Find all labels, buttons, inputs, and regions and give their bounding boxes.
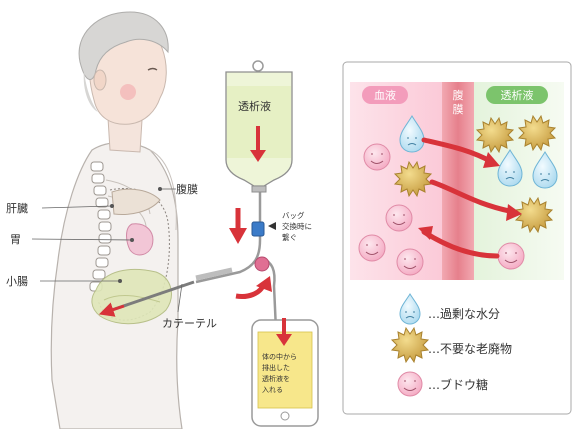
connector-icon: [252, 222, 264, 236]
liver-label: 肝臓: [6, 202, 28, 215]
connector-note-2: 交換時に: [282, 221, 312, 231]
phone-note-4: 入れる: [262, 386, 283, 394]
stomach-label: 胃: [10, 233, 21, 246]
liver-marker: [110, 204, 114, 208]
catheter-label: カテーテル: [162, 317, 217, 330]
peritoneum-label: 腹膜: [176, 182, 198, 196]
phone-note-2: 排出した: [262, 363, 290, 372]
phone-note-3: 透析液を: [262, 374, 290, 383]
bag-label: 透析液: [238, 99, 271, 113]
human-figure: [51, 12, 194, 429]
blood-header: 血液: [374, 88, 396, 102]
inflow-arrow-head: [229, 228, 247, 244]
dialysate-header: 透析液: [501, 88, 534, 102]
small-intestine-marker: [118, 279, 122, 283]
legend-water-label: …過剰な水分: [428, 307, 500, 321]
connector-note-1: バッグ: [282, 210, 305, 220]
stomach-marker: [130, 238, 134, 242]
glucose-icon: [398, 372, 422, 396]
peritoneum-marker: [158, 187, 162, 191]
legend-glucose-label: …ブドウ糖: [428, 377, 488, 392]
connector-pointer-icon: [268, 222, 276, 230]
membrane-header-1: 腹: [453, 88, 464, 102]
phone-note-1: 体の中から: [262, 352, 297, 361]
membrane-header-2: 膜: [453, 103, 464, 116]
clamp-icon: [255, 257, 269, 271]
connector-note-3: 繋ぐ: [282, 232, 297, 242]
small-intestine-label: 小腸: [6, 275, 28, 288]
legend-waste-label: …不要な老廃物: [428, 341, 512, 356]
